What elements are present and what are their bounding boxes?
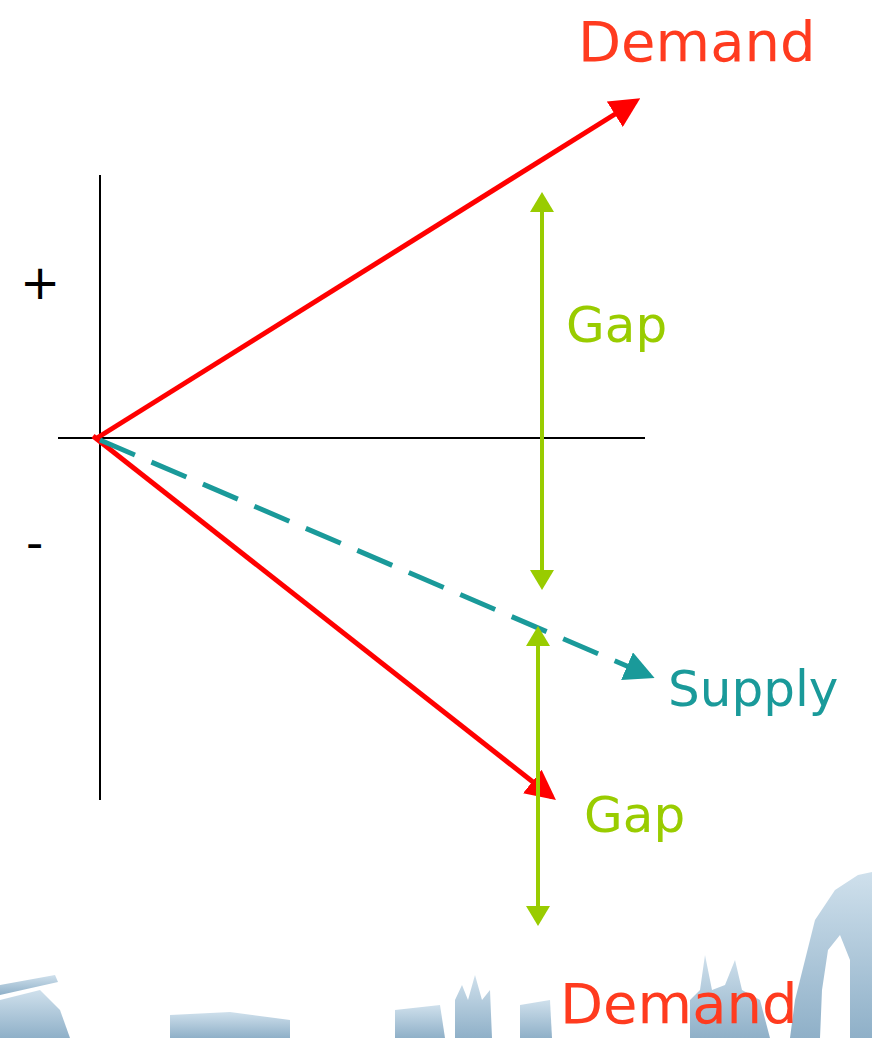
supply-label: Supply: [668, 664, 838, 714]
sign-label: -: [26, 518, 43, 566]
demand-line: [97, 101, 636, 438]
gap-arrow: [536, 630, 540, 922]
gap-arrow: [540, 196, 544, 586]
supply-line: [100, 440, 650, 676]
demand-label: Demand: [560, 976, 797, 1032]
demand-label: Demand: [578, 14, 815, 70]
skyline: [0, 872, 872, 1038]
x-axis: [58, 437, 645, 439]
demand-line: [93, 436, 552, 797]
gap-label: Gap: [566, 300, 667, 350]
y-axis: [99, 175, 101, 800]
gap-label: Gap: [584, 790, 685, 840]
sign-label: +: [20, 258, 60, 306]
